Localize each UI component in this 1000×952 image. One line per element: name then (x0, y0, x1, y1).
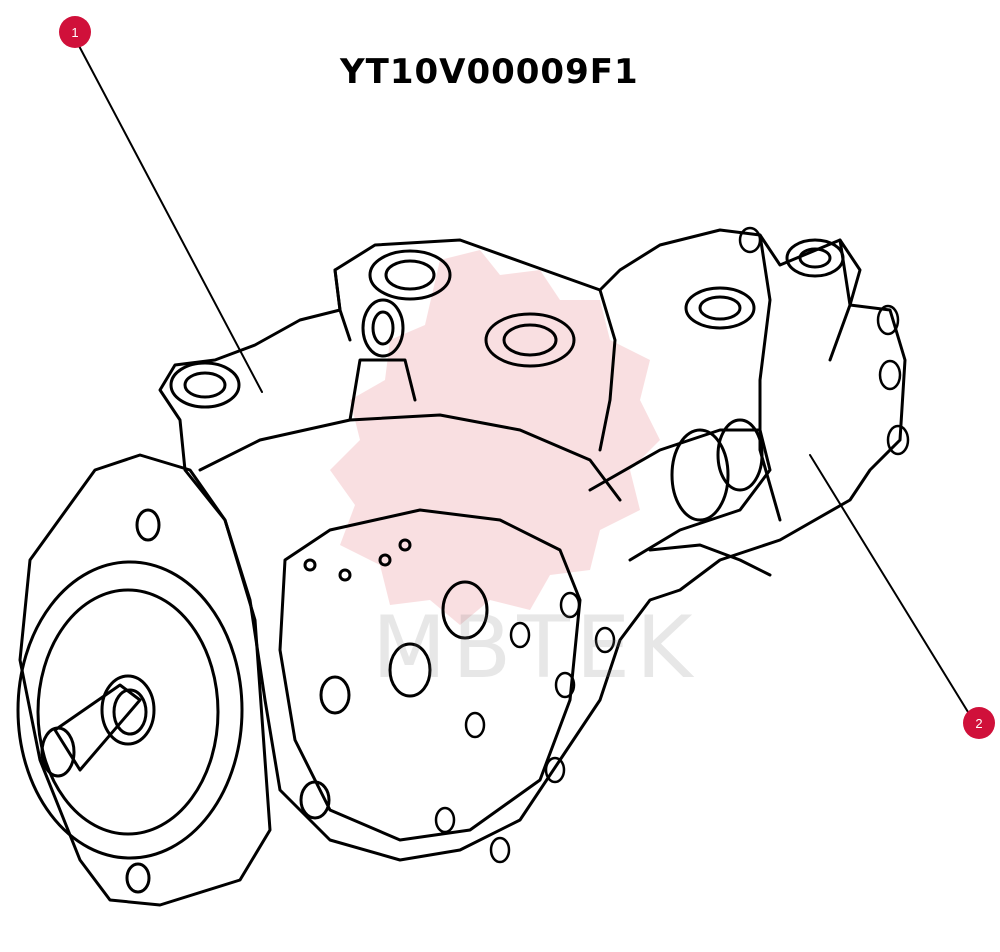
regulator-block (278, 508, 582, 842)
pressure-ports (169, 238, 845, 409)
drive-shaft (40, 674, 156, 778)
lifting-eye (348, 298, 417, 422)
leader-line-2 (809, 454, 969, 713)
part-number-title: YT10V00009F1 (340, 52, 639, 92)
pump-housing (158, 228, 907, 862)
bolt-heads (434, 226, 910, 864)
watermark-gear (330, 250, 660, 625)
callout-1-circle (59, 16, 91, 48)
callout-1[interactable]: 1 (71, 24, 79, 40)
callout-2[interactable]: 2 (975, 715, 983, 731)
mounting-flange (16, 453, 272, 907)
watermark-text: MBTEK (372, 598, 699, 698)
callout-2-circle (963, 707, 995, 739)
gear-pump-coupling (588, 418, 772, 577)
leader-line-1 (77, 43, 263, 393)
